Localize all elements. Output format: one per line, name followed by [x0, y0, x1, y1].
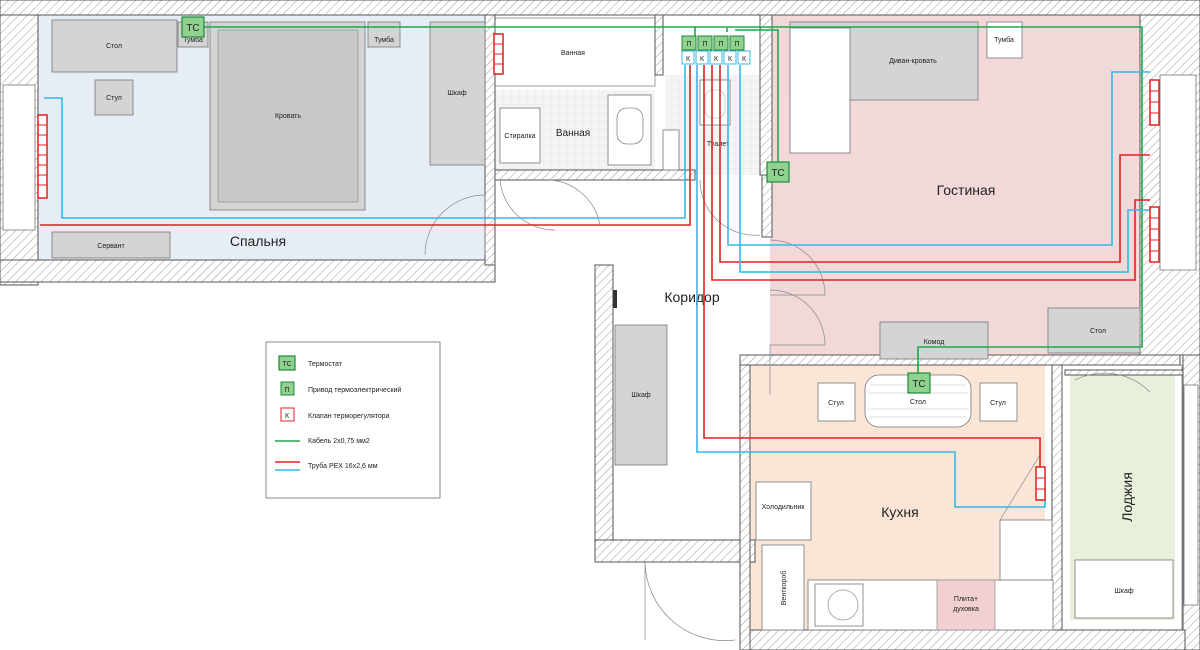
label-chair-kitchen-left: Стул	[828, 400, 844, 407]
dresser	[879, 321, 989, 360]
table-bedroom	[51, 19, 178, 73]
chair-kitchen-left	[817, 382, 856, 422]
bed-mattress	[217, 29, 359, 203]
legend-actuator-swatch	[280, 381, 295, 396]
label-chair-kitchen-right: Стул	[990, 400, 1006, 407]
label-stove-2: духовка	[953, 606, 979, 613]
label-dresser: Комод	[924, 339, 945, 346]
label-table-bedroom: Стол	[106, 43, 122, 50]
room-label-toilet: Туалет	[707, 141, 730, 148]
thermostat-kitchen: ТС	[907, 372, 931, 394]
sofa-bed-extension	[789, 27, 851, 154]
label-nightstand-right: Тумба	[374, 36, 394, 44]
thermostat-living: ТС	[766, 161, 790, 183]
label-nightstand-living: Тумба	[994, 36, 1014, 44]
stove	[936, 579, 996, 631]
chair-bedroom	[94, 79, 134, 116]
toilet-seat	[704, 89, 726, 119]
counter-corner	[999, 519, 1053, 581]
valve-label-2: К	[700, 56, 705, 63]
legend-thermostat-label: Термостат	[308, 361, 343, 368]
actuator-label-2: П	[702, 41, 707, 48]
sideboard	[51, 231, 171, 259]
bedroom-window	[2, 84, 36, 231]
legend-thermostat-swatch	[278, 355, 296, 371]
valve-label-3: К	[714, 56, 719, 63]
wardrobe-bedroom	[429, 21, 486, 166]
wardrobe-corridor	[614, 324, 668, 466]
chair-kitchen-right	[979, 382, 1018, 422]
label-wardrobe-corridor: Шкаф	[631, 392, 651, 399]
room-label-loggia: Лоджия	[1119, 472, 1135, 522]
actuator-label-1: П	[686, 41, 691, 48]
loggia-window	[1183, 384, 1199, 606]
label-table-living: Стол	[1090, 328, 1106, 335]
sink-small	[662, 129, 680, 171]
legend-valve-symbol: К	[285, 413, 290, 420]
room-label-bathroom: Ванная	[556, 128, 590, 139]
valve-label-1: К	[686, 56, 691, 63]
legend-thermostat-symbol: ТС	[282, 361, 291, 368]
label-table-kitchen: Стол	[910, 399, 926, 406]
living-window	[1159, 74, 1197, 271]
thermostat-kitchen-label: ТС	[912, 379, 925, 390]
counter-diagonal	[999, 454, 1041, 521]
table-living	[1047, 307, 1141, 354]
radiators	[37, 33, 1160, 501]
label-bathtub: Ванная	[561, 50, 585, 57]
label-bed: Кровать	[275, 113, 301, 120]
label-sofa-bed: Диван-кровать	[889, 58, 937, 65]
room-label-living: Гостиная	[937, 182, 996, 198]
room-label-bedroom: Спальня	[230, 233, 286, 249]
bathtub	[494, 17, 656, 87]
vent-duct	[761, 544, 805, 631]
valve-label-4: К	[728, 56, 733, 63]
label-wardrobe-bedroom: Шкаф	[447, 90, 467, 97]
label-wardrobe-loggia: Шкаф	[1114, 588, 1134, 595]
actuator-label-3: П	[718, 41, 723, 48]
legend-actuator-label: Привод термоэлектрический	[308, 386, 401, 394]
return-pipes	[44, 65, 1150, 508]
sink-bowl	[616, 107, 644, 145]
supply-pipes	[40, 65, 1150, 467]
legend-valve-label: Клапан терморегулятора	[308, 413, 390, 420]
valve-label-5: К	[742, 56, 747, 63]
sink-kitchen	[814, 583, 864, 627]
sink-bathroom	[607, 94, 652, 166]
legend: ТС Термостат П Привод термоэлектрический…	[265, 341, 441, 499]
actuator-label-4: П	[734, 41, 739, 48]
manifold: П П П П К К К К К	[681, 35, 751, 65]
nightstand-right	[367, 21, 401, 48]
room-label-corridor: Коридор	[664, 289, 720, 305]
label-fridge: Холодильник	[762, 504, 806, 511]
label-sideboard: Сервант	[97, 243, 125, 250]
label-stove-1: Плита+	[954, 596, 978, 603]
legend-cable-label: Кабель 2х0,75 мм2	[308, 437, 370, 445]
label-vent: Венткороб	[780, 571, 788, 605]
label-nightstand-left: Тумба	[183, 36, 203, 44]
corridor-panel	[613, 290, 617, 308]
washer	[499, 107, 541, 164]
fridge	[755, 481, 812, 541]
legend-pipe-label: Труба PEX 16х2,6 мм	[308, 462, 378, 470]
wardrobe-loggia	[1074, 559, 1174, 619]
nightstand-living	[986, 21, 1023, 59]
legend-actuator-symbol: П	[284, 387, 289, 394]
sink-kitchen-bowl	[827, 589, 859, 621]
thermostat-living-label: ТС	[771, 168, 784, 179]
legend-valve-swatch	[280, 407, 295, 422]
room-label-kitchen: Кухня	[881, 504, 918, 520]
thermostat-bedroom: ТС	[181, 16, 205, 38]
label-chair-bedroom: Стул	[106, 95, 122, 102]
thermostat-bedroom-label: ТС	[186, 23, 199, 34]
label-washer: Стиралка	[504, 133, 535, 140]
